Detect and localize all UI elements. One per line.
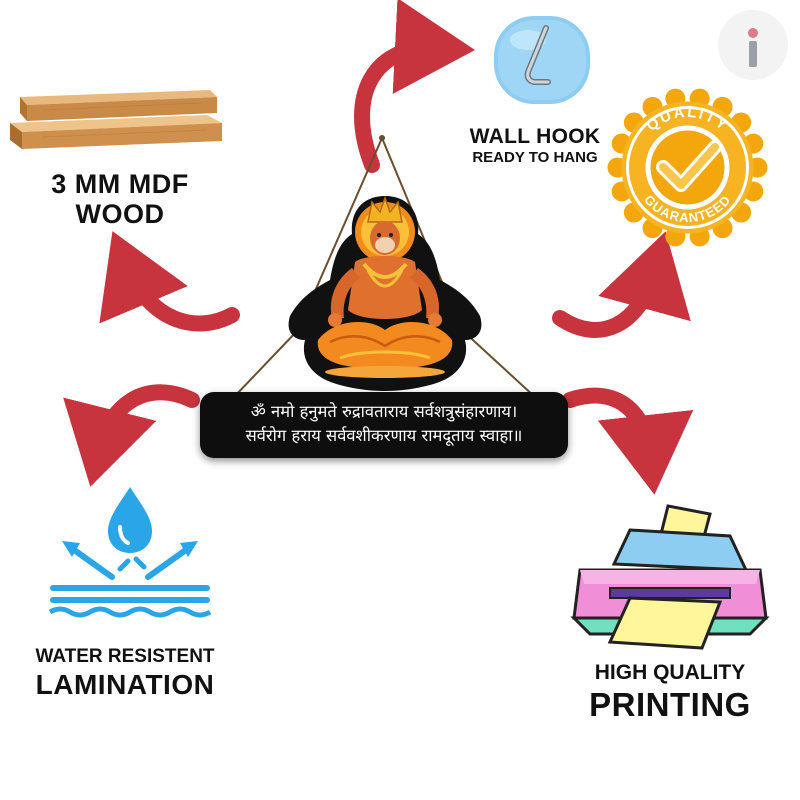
- mantra-line2: सर्वरोग हराय सर्ववशीकरणाय रामदूताय स्वाह…: [245, 426, 523, 445]
- hook-label-line2: READY TO HANG: [472, 149, 598, 166]
- arrow-to-printing: [562, 387, 694, 495]
- printing-label-line1: HIGH QUALITY: [594, 661, 746, 684]
- lamination-label-line1: WATER RESISTENT: [35, 646, 215, 667]
- wood-planks-icon: [10, 90, 222, 149]
- wall-hook-icon: [494, 16, 590, 104]
- arrow-to-quality: [552, 231, 691, 338]
- quality-seal-icon: QUALITY GUARANTEED: [607, 88, 768, 247]
- water-drop-icon: [48, 487, 212, 618]
- brand-logo: [718, 10, 788, 80]
- mantra-plate: ॐ नमो हनुमते रुद्रावताराय सर्वशत्रुसंहार…: [200, 392, 568, 458]
- arrow-to-mdf: [99, 231, 240, 332]
- printing-label-line2: PRINTING: [589, 686, 751, 723]
- arrow-to-lamination: [63, 384, 200, 487]
- lamination-label-line2: LAMINATION: [35, 669, 215, 700]
- hook-label-line1: WALL HOOK: [469, 125, 601, 148]
- mdf-label-line1: 3 MM MDF: [51, 169, 189, 199]
- mantra-line1: ॐ नमो हनुमते रुद्रावताराय सर्वशत्रुसंहार…: [250, 402, 518, 421]
- hanuman-meditating-figure: [288, 195, 482, 391]
- printer-icon: [570, 504, 770, 650]
- arrow-to-wall-hook: [354, 0, 475, 173]
- brand-logo-dot: [748, 28, 758, 38]
- mdf-label-line2: WOOD: [75, 199, 165, 229]
- brand-logo-stem: [749, 41, 757, 67]
